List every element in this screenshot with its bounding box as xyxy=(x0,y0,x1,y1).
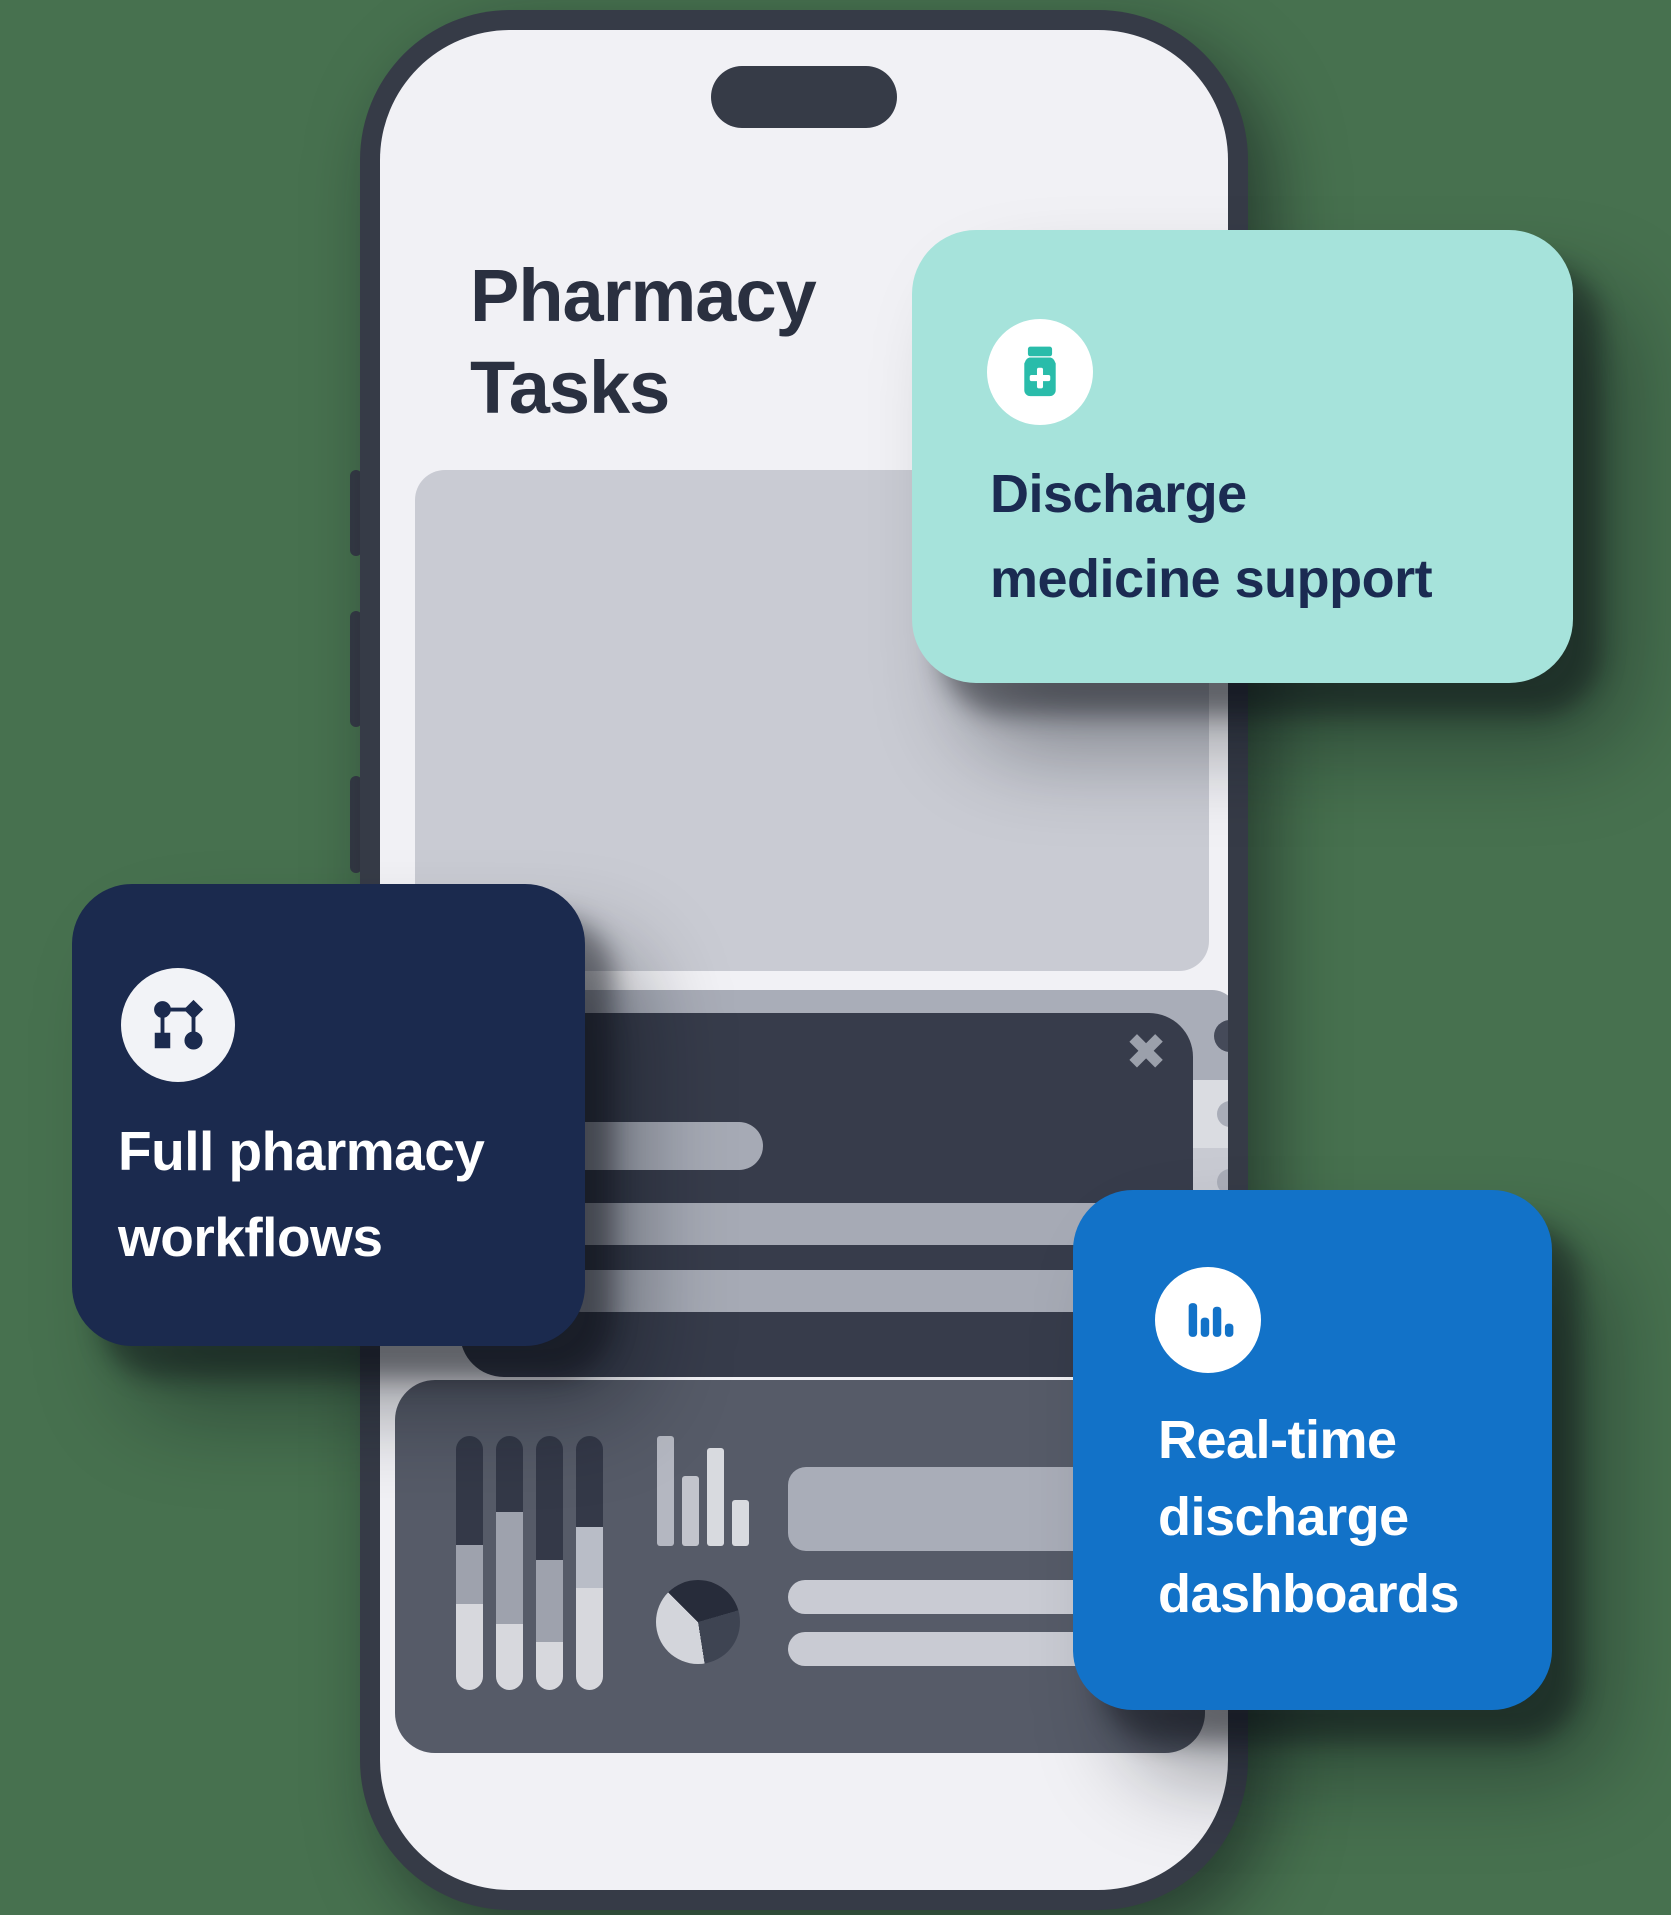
table-cell-pill xyxy=(1217,1101,1228,1127)
tube-bar-segment xyxy=(456,1603,483,1690)
tube-bar-segment xyxy=(496,1623,523,1690)
modal-text-pill xyxy=(560,1270,1130,1312)
tube-bar-segment xyxy=(536,1436,563,1561)
card-label-line: Real-time xyxy=(1158,1410,1397,1470)
workflow-icon xyxy=(121,968,235,1082)
tube-bar-segment xyxy=(536,1560,563,1642)
tube-bar-segment xyxy=(456,1545,483,1604)
table-row xyxy=(1189,1080,1228,1148)
tube-bar-segment xyxy=(496,1436,523,1513)
card-label-line: medicine support xyxy=(990,549,1433,609)
volume-down-button xyxy=(350,611,362,727)
side-button xyxy=(350,776,362,873)
card-label-line: Full pharmacy xyxy=(118,1120,485,1182)
modal-text-pill xyxy=(560,1203,1130,1245)
pharmacy-workflows-card: Full pharmacy workflows xyxy=(72,884,585,1346)
tube-bar-segment xyxy=(576,1527,603,1589)
modal-text-pill xyxy=(560,1122,763,1170)
card-label: Real-time discharge dashboards xyxy=(1158,1402,1460,1633)
card-label: Discharge medicine support xyxy=(990,452,1433,622)
discharge-medicine-card: Discharge medicine support xyxy=(912,230,1573,683)
card-label-line: dashboards xyxy=(1158,1564,1460,1624)
pie-chart xyxy=(656,1580,740,1664)
card-label-line: discharge xyxy=(1158,1487,1409,1547)
close-icon[interactable]: ✖ xyxy=(1125,1024,1167,1080)
tube-bar xyxy=(496,1436,523,1690)
tube-bar-segment xyxy=(536,1641,563,1690)
tube-bar xyxy=(536,1436,563,1690)
tube-bar xyxy=(576,1436,603,1690)
page-title-line2: Tasks xyxy=(470,346,670,429)
table-cell-pill xyxy=(1217,1168,1228,1195)
tube-bar xyxy=(456,1436,483,1690)
medicine-bottle-icon xyxy=(987,319,1093,425)
tube-bar-segment xyxy=(496,1512,523,1624)
mini-bar xyxy=(707,1448,724,1546)
mini-bar xyxy=(682,1476,699,1546)
mini-bar xyxy=(657,1436,674,1546)
card-label: Full pharmacy workflows xyxy=(118,1108,485,1280)
page-title: Pharmacy Tasks xyxy=(470,250,817,434)
card-label-line: Discharge xyxy=(990,464,1247,524)
volume-up-button xyxy=(350,470,362,556)
bar-chart-icon xyxy=(1155,1267,1261,1373)
realtime-dashboards-card: Real-time discharge dashboards xyxy=(1073,1190,1552,1710)
tube-bar-segment xyxy=(576,1436,603,1528)
dynamic-island xyxy=(711,66,897,128)
card-label-line: workflows xyxy=(118,1206,383,1268)
page-title-line1: Pharmacy xyxy=(470,254,817,337)
tube-bar-segment xyxy=(456,1436,483,1546)
mini-bar xyxy=(732,1500,749,1546)
table-header-pill xyxy=(1214,1020,1228,1052)
tube-bar-segment xyxy=(576,1588,603,1690)
